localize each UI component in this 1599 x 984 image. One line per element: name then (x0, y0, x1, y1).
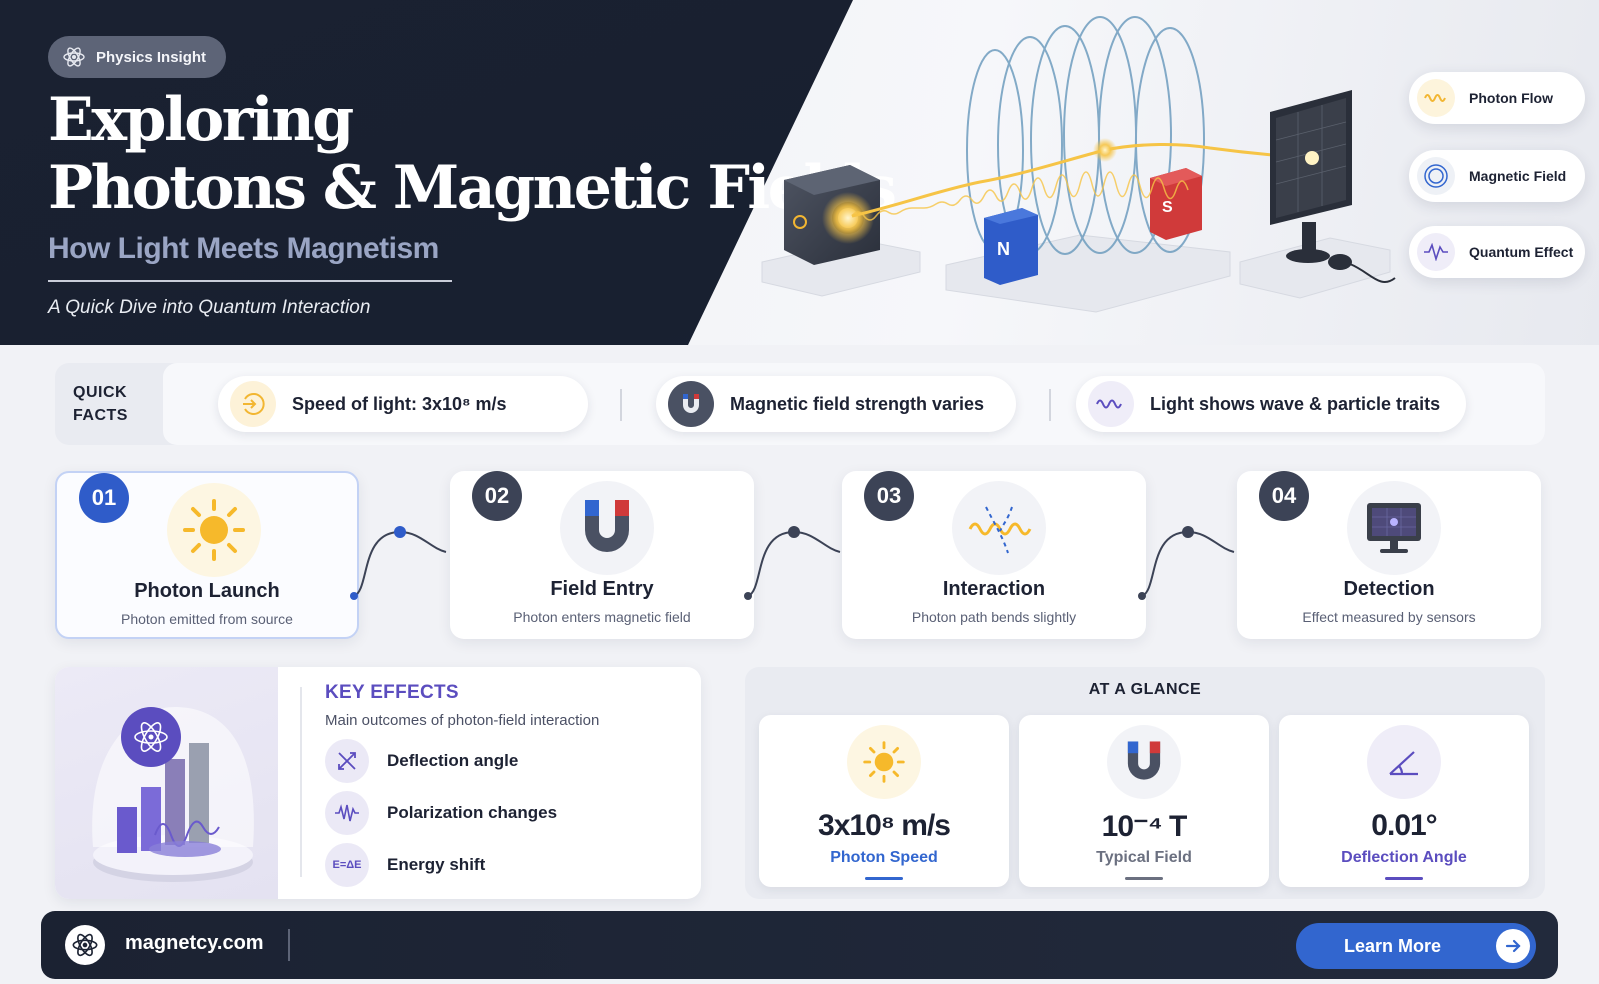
legend-label: Photon Flow (1469, 90, 1553, 106)
stat-label: Deflection Angle (1341, 849, 1467, 866)
step-card-interaction: 03 Interaction Photon path bends slightl… (842, 471, 1146, 639)
step-card-photon-launch: 01 Photon Launch Photon emitted from sou… (55, 471, 359, 639)
stat-photon-speed: 3x10⁸ m/s Photon Speed (759, 715, 1009, 887)
polarization-icon (325, 791, 369, 835)
bent-wave-icon (952, 481, 1046, 575)
monitor-icon (1347, 481, 1441, 575)
step-title: Interaction (942, 578, 1046, 600)
step-description: Photon enters magnetic field (513, 609, 691, 625)
stat-label: Typical Field (1096, 849, 1192, 866)
fact-wave-particle: Light shows wave & particle traits (1076, 376, 1466, 432)
magnet-icon (668, 381, 714, 427)
stat-value: 10⁻⁴ T (1101, 810, 1188, 843)
quick-facts-list: Speed of light: 3x10⁸ m/s Magnetic field… (163, 363, 1545, 445)
learn-more-button[interactable]: Learn More (1296, 923, 1536, 969)
atom-icon (63, 47, 85, 67)
step-number: 03 (864, 471, 914, 521)
magnet-icon (560, 481, 654, 575)
angle-icon (1367, 725, 1441, 799)
quick-facts-label: QUICK FACTS (73, 384, 128, 424)
step-description: Photon emitted from source (121, 611, 293, 627)
stat-underline (1385, 877, 1423, 880)
quick-facts-bar: QUICK FACTS Speed of light: 3x10⁸ m/s Ma… (55, 363, 1545, 445)
legend-label: Magnetic Field (1469, 168, 1567, 184)
arrow-right-icon (1496, 929, 1530, 963)
step-number: 04 (1259, 471, 1309, 521)
title-line-2: Photons & Magnetic Fields (48, 153, 897, 223)
site-link[interactable]: magnetcy.com (125, 932, 264, 954)
step-title: Detection (1343, 578, 1435, 600)
legend-quantum-effect: Quantum Effect (1409, 226, 1585, 278)
atom-logo-icon (65, 925, 105, 965)
step-connector (350, 526, 447, 600)
stat-typical-field: 10⁻⁴ T Typical Field (1019, 715, 1269, 887)
effect-energy-shift: E=ΔE Energy shift (325, 843, 485, 887)
key-effects-illustration (55, 667, 278, 899)
legend-label: Quantum Effect (1469, 244, 1574, 260)
legend-photon-flow: Photon Flow (1409, 72, 1585, 124)
magnet-south-label: S (1162, 199, 1173, 216)
fact-separator (1049, 389, 1051, 421)
effect-deflection-angle: Deflection angle (325, 739, 518, 783)
category-badge: Physics Insight (48, 36, 226, 78)
speed-icon (230, 381, 276, 427)
fact-magnetic-field: Magnetic field strength varies (656, 376, 1016, 432)
sun-icon (847, 725, 921, 799)
deflection-icon (325, 739, 369, 783)
step-connector (1138, 526, 1235, 600)
key-effects-subtitle: Main outcomes of photon-field interactio… (325, 712, 600, 729)
pulse-icon (1417, 233, 1455, 271)
footer-separator (288, 929, 290, 961)
sun-icon (167, 483, 261, 577)
badge-label: Physics Insight (96, 48, 207, 66)
energy-icon: E=ΔE (325, 843, 369, 887)
step-connector (744, 526, 841, 600)
stat-label: Photon Speed (830, 849, 938, 866)
page-subtitle: How Light Meets Magnetism (48, 232, 439, 265)
magnet-icon (1107, 725, 1181, 799)
step-card-detection: 04 Detection Effect measured by sensors (1237, 471, 1541, 639)
fact-speed-of-light: Speed of light: 3x10⁸ m/s (218, 376, 588, 432)
step-description: Effect measured by sensors (1302, 609, 1476, 625)
step-number: 01 (79, 473, 129, 523)
key-effects-title: KEY EFFECTS (325, 682, 459, 703)
stat-underline (865, 877, 903, 880)
stat-value: 3x10⁸ m/s (818, 809, 951, 842)
wave-icon (1088, 381, 1134, 427)
stat-underline (1125, 877, 1163, 880)
page-tagline: A Quick Dive into Quantum Interaction (48, 297, 371, 318)
legend-magnetic-field: Magnetic Field (1409, 150, 1585, 202)
at-a-glance-title: AT A GLANCE (1088, 681, 1202, 698)
effect-polarization: Polarization changes (325, 791, 557, 835)
step-card-field-entry: 02 Field Entry Photon enters magnetic fi… (450, 471, 754, 639)
at-a-glance-panel: AT A GLANCE 3x10⁸ m/s Photon Speed 10⁻⁴ … (745, 667, 1545, 899)
fact-separator (620, 389, 622, 421)
magnet-north-label: N (997, 239, 1010, 259)
title-line-1: Exploring (48, 85, 354, 155)
step-title: Photon Launch (134, 580, 280, 602)
stat-deflection-angle: 0.01° Deflection Angle (1279, 715, 1529, 887)
key-effects-card: KEY EFFECTS Main outcomes of photon-fiel… (55, 667, 701, 899)
hero-banner: Physics Insight Exploring Photons & Magn… (0, 0, 1599, 345)
page-title: Exploring Photons & Magnetic Fields (48, 85, 897, 223)
wave-icon (1417, 79, 1455, 117)
step-description: Photon path bends slightly (911, 609, 1077, 625)
footer-bar: magnetcy.com Learn More (41, 911, 1558, 979)
step-number: 02 (472, 471, 522, 521)
field-rings-icon (1417, 157, 1455, 195)
key-effects-divider (300, 687, 302, 877)
stat-value: 0.01° (1371, 809, 1437, 842)
step-title: Field Entry (550, 578, 654, 600)
title-divider (48, 280, 452, 282)
photon-experiment-illustration: N S (761, 16, 1396, 313)
